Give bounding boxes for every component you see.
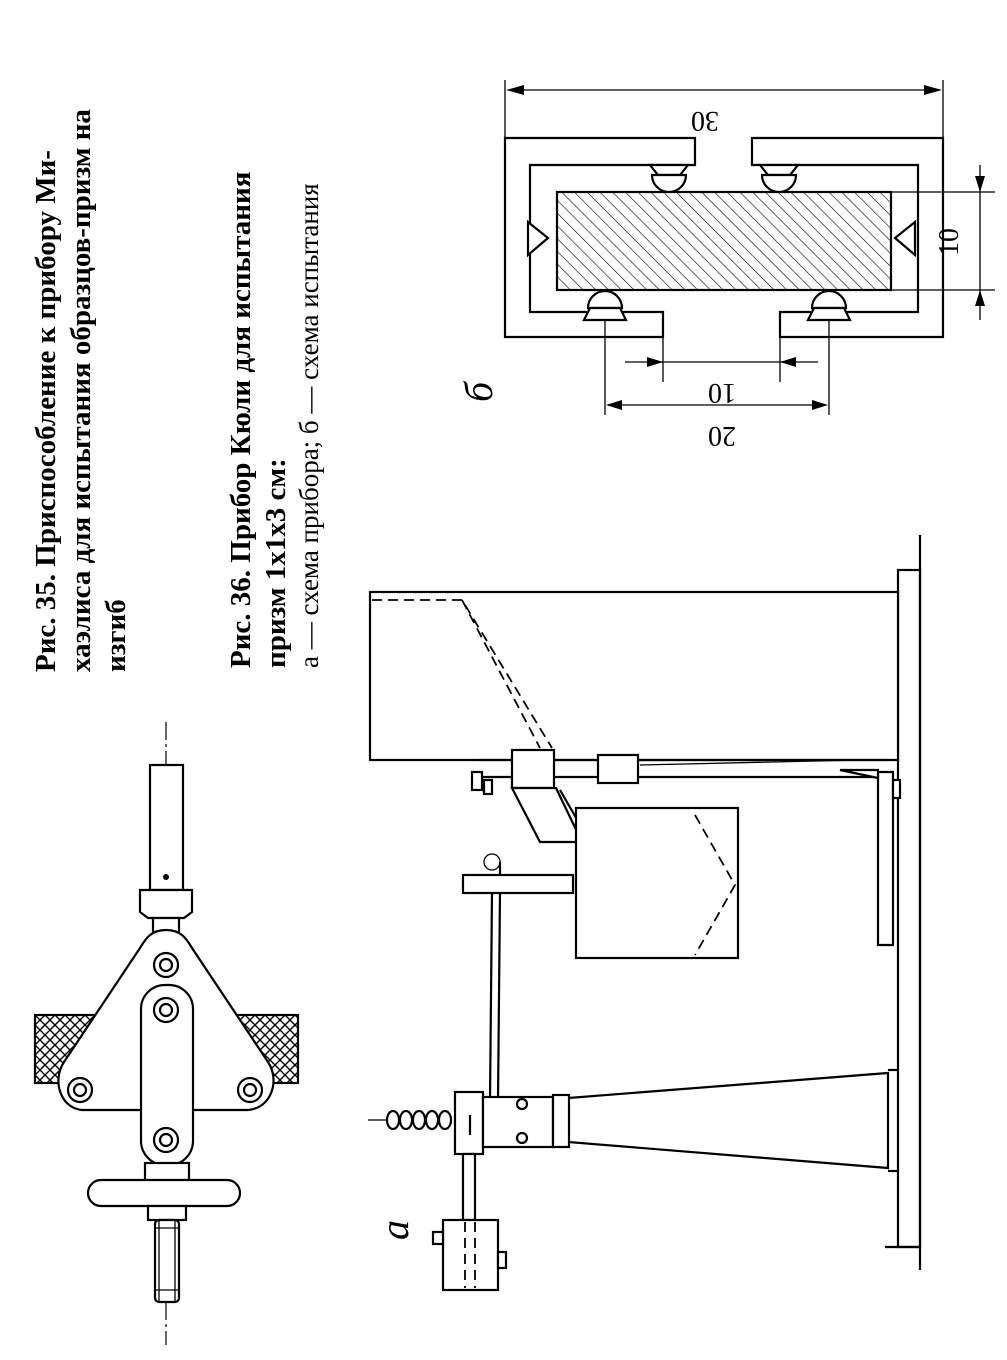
fig36b-frame-left [503, 136, 697, 339]
caption-fig36-line1: Рис. 36. Прибор Кюли для испытания [225, 172, 257, 668]
fig36a-weight-box-hidden [694, 814, 737, 956]
fig35-handwheel [86, 1178, 242, 1208]
fig36a-rod-sleeve [596, 753, 640, 785]
fig35-top-rod [148, 763, 185, 892]
fig36b-left-stop [526, 219, 550, 258]
fig35-screw-threads [155, 1220, 179, 1302]
fig35-screw [153, 1218, 181, 1304]
fig36b-specimen [555, 190, 893, 292]
caption-fig35-line3: изгиб [100, 599, 132, 672]
caption-fig35-line1: Рис. 35. Приспособление к прибору Ми- [30, 150, 62, 672]
fig36a-rod-top-knob [470, 770, 484, 792]
fig36b-top-supports [647, 163, 801, 194]
caption-fig35-line2: хаэлиса для испытания образцов-призм на [65, 109, 97, 672]
fig36a-apparatus-drawing: а [368, 535, 922, 1292]
fig35-top-collar [138, 888, 194, 920]
label-b: б [456, 380, 501, 402]
dim-30-label: 30 [691, 105, 719, 136]
fig36a-specimen-holder [510, 786, 584, 844]
fig36a-clamp-block [510, 748, 556, 790]
fig36a-lower-rod [461, 1152, 477, 1222]
fig36a-lever-plate [461, 873, 575, 895]
label-a: а [372, 1220, 417, 1240]
fig36a-counterweight [441, 1218, 500, 1292]
fig36b-scheme-drawing: б 30 [456, 80, 995, 451]
dim-10-right-label: 10 [934, 228, 965, 256]
caption-fig36-line2: призм 1х1х3 см: [260, 458, 292, 668]
dim-20-label: 20 [708, 420, 736, 451]
fig36a-cabinet [368, 590, 900, 762]
dim-10-bottom-label: 10 [708, 377, 736, 408]
caption-fig36-line3: а — схема прибора; б — схема испытания [294, 183, 324, 668]
fig36a-left-column [566, 1071, 890, 1170]
fig36a-spring [368, 1109, 453, 1131]
fig35-nut [146, 1204, 188, 1222]
fig36a-weight-box [574, 806, 740, 960]
fig36a-base-plate [896, 568, 922, 1249]
fig35-yoke-pins [66, 951, 264, 1104]
fig36a-suspension-wire [488, 892, 494, 1101]
fig36b-bottom-supports [582, 289, 852, 322]
caption-fig36: Рис. 36. Прибор Кюли для испытания призм… [225, 172, 324, 668]
fig35-fixture-drawing [33, 722, 300, 1345]
fig36a-bracket [876, 770, 895, 947]
fig36b-right-stop [893, 219, 917, 258]
fig36b-frame-right [750, 136, 945, 339]
caption-fig35: Рис. 35. Приспособление к прибору Ми- ха… [30, 109, 132, 672]
